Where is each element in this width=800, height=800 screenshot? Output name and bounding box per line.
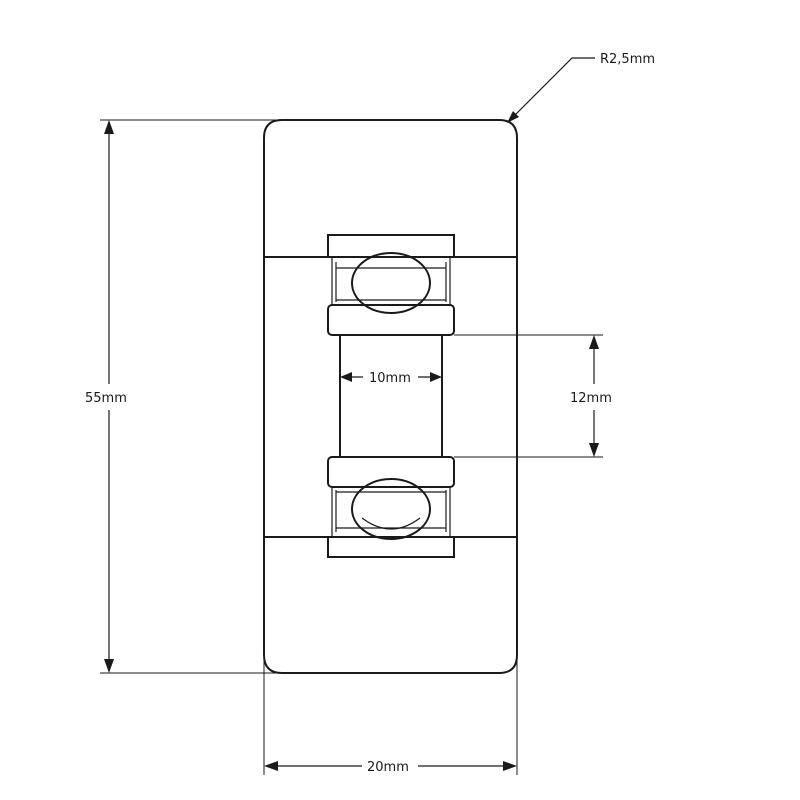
height-arrow-bottom bbox=[104, 659, 114, 673]
outer-tire-section bbox=[263, 119, 518, 674]
bearing-section bbox=[327, 234, 455, 558]
dimension-bore: 10mm bbox=[340, 371, 442, 386]
bearing-outer-ring-top bbox=[327, 234, 455, 258]
tire-top-section bbox=[263, 119, 518, 258]
ball-bottom-cage bbox=[361, 517, 421, 530]
width-label: 20mm bbox=[367, 760, 409, 775]
radius-arrowhead bbox=[507, 111, 519, 123]
radius-leader-line bbox=[511, 57, 595, 119]
height-label: 55mm bbox=[85, 391, 127, 406]
width-arrow-right bbox=[503, 761, 517, 771]
radius-label: R2,5mm bbox=[600, 52, 655, 67]
bore-arrow-left bbox=[340, 372, 352, 382]
bearing-inner-ring-top bbox=[327, 304, 455, 336]
width-arrow-left bbox=[264, 761, 278, 771]
dimension-width: 20mm bbox=[263, 655, 518, 775]
height-arrow-top bbox=[104, 120, 114, 134]
bore-label: 10mm bbox=[369, 371, 411, 386]
inner-diameter-label: 12mm bbox=[570, 391, 612, 406]
tire-bottom-section bbox=[263, 536, 518, 674]
ball-top bbox=[351, 252, 431, 314]
bearing-outer-ring-bottom bbox=[327, 536, 455, 558]
inner-arrow-top bbox=[589, 335, 599, 349]
dimension-height: 55mm bbox=[85, 119, 282, 674]
inner-arrow-bottom bbox=[589, 443, 599, 457]
bearing-inner-ring-bottom bbox=[327, 456, 455, 488]
bore-arrow-right bbox=[430, 372, 442, 382]
dimension-inner-diameter: 12mm bbox=[454, 334, 612, 458]
dimension-radius: R2,5mm bbox=[507, 52, 655, 123]
ball-bottom bbox=[351, 478, 431, 540]
